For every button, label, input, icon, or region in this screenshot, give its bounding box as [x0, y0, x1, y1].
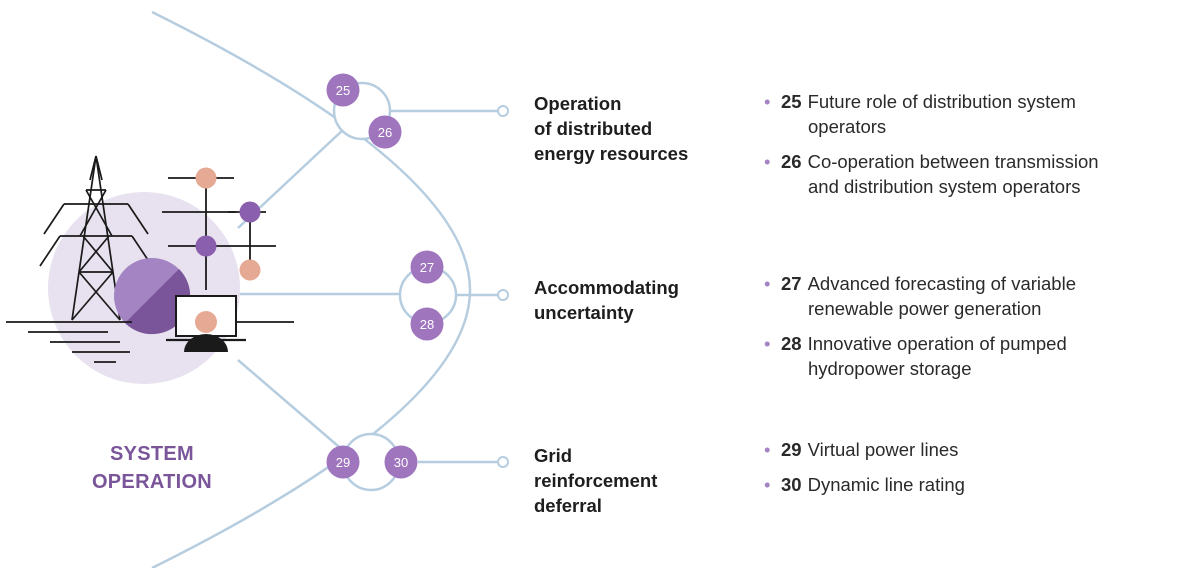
bullet-icon: • [764, 473, 771, 495]
svg-text:26: 26 [378, 125, 392, 140]
node-27: 27 [410, 250, 444, 284]
node-30: 30 [384, 445, 418, 479]
bullet-icon: • [764, 273, 771, 294]
innovation-number: 30 [781, 473, 802, 495]
innovation-number: 27 [781, 273, 802, 294]
innovation-text: Co-operation between transmission [807, 150, 1099, 172]
node-26: 26 [368, 115, 402, 149]
operator-laptop-icon [166, 295, 246, 352]
svg-text:25: 25 [336, 83, 350, 98]
bullet-icon: • [764, 150, 771, 172]
outer-arc [151, 10, 472, 568]
connector-end-bottom [497, 456, 509, 468]
ground-lines-icon [6, 321, 294, 363]
category-line: of distributed [534, 117, 653, 139]
category-line: Operation [534, 93, 622, 114]
spoke-bottom [237, 359, 346, 453]
svg-text:29: 29 [336, 455, 350, 470]
bullet-icon: • [764, 332, 771, 354]
connector-end-top [497, 105, 509, 117]
category-accommodating-uncertainty: Accommodating uncertainty [534, 276, 734, 326]
category-grid-reinforcement-deferral: Grid reinforcement deferral [534, 444, 734, 519]
innovation-number: 25 [781, 91, 802, 112]
category-operation-of-distributed-energy-resources: Operation of distributed energy resource… [534, 92, 734, 167]
grid-node-dot [195, 167, 217, 189]
innovation-text: renewable power generation [808, 297, 1042, 319]
bullet-icon: • [764, 91, 771, 112]
innovation-text: Dynamic line rating [807, 473, 965, 495]
category-line: Grid [534, 445, 573, 466]
innovation-number: 29 [781, 439, 802, 460]
system-operation-title: SYSTEM OPERATION [66, 440, 238, 496]
innovation-number: 26 [781, 150, 802, 172]
innovation-text: operators [808, 115, 887, 137]
node-29: 29 [326, 445, 360, 479]
innovation-text: hydropower storage [808, 357, 972, 379]
transmission-tower-icon [39, 155, 153, 321]
svg-text:30: 30 [394, 455, 408, 470]
category-line: Accommodating [534, 277, 679, 298]
connector-end-middle [497, 289, 509, 301]
innovation-text: and distribution system operators [808, 175, 1081, 197]
innovation-text: Advanced forecasting of variable [807, 273, 1076, 294]
category-line: energy resources [534, 142, 689, 164]
category-line: reinforcement [534, 469, 658, 491]
svg-text:28: 28 [420, 317, 434, 332]
innovation-text: Innovative operation of pumped [807, 332, 1067, 354]
category-line: deferral [534, 494, 602, 516]
innovation-text: Virtual power lines [807, 439, 959, 460]
svg-text:27: 27 [420, 260, 434, 275]
innovation-number: 28 [781, 332, 802, 354]
bullet-icon: • [764, 439, 771, 460]
grid-node-dot [239, 259, 261, 281]
side-title-line: OPERATION [91, 471, 213, 493]
node-28: 28 [410, 307, 444, 341]
grid-node-dot [239, 201, 261, 223]
node-25: 25 [326, 73, 360, 107]
pie-icon [114, 258, 191, 335]
side-title-line: SYSTEM [109, 443, 195, 465]
innovation-text: Future role of distribution system [807, 91, 1076, 112]
category-line: uncertainty [534, 301, 634, 323]
grid-node-dot [195, 235, 217, 257]
